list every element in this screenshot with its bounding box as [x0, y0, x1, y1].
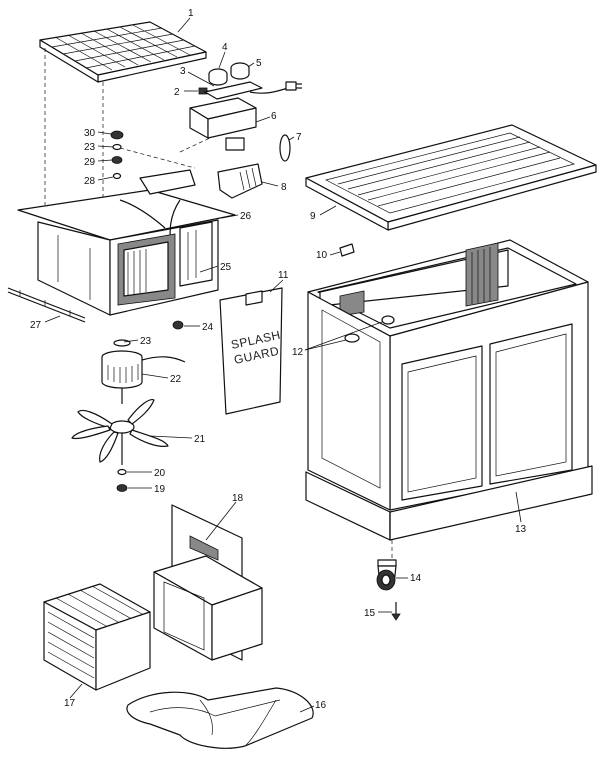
callout-2: 2: [174, 87, 180, 98]
power-cord: [249, 81, 302, 94]
caster: [376, 559, 397, 591]
control-box: [119, 97, 257, 169]
callout-15: 15: [364, 608, 376, 619]
callout-29: 29: [84, 157, 96, 168]
callout-4: 4: [222, 42, 228, 53]
callout-9: 9: [310, 211, 316, 222]
washer-upper: [112, 143, 122, 151]
callout-27: 27: [30, 320, 42, 331]
washer-lower: [117, 468, 127, 476]
callout-labels: 1 2 3 4 5 6 7 8 9 10 11 12 13 14 15 16 1…: [30, 8, 527, 711]
nut-lower: [116, 484, 128, 492]
splash-guard: SPLASH GUARD: [219, 287, 283, 415]
callout-11: 11: [278, 270, 289, 281]
callout-7: 7: [296, 132, 302, 143]
caster-screw: [391, 602, 401, 621]
grommet: [172, 320, 184, 330]
callout-10: 10: [316, 250, 328, 261]
spacer: [112, 172, 122, 180]
callout-6: 6: [271, 111, 277, 122]
callout-12: 12: [292, 347, 304, 358]
callout-8: 8: [281, 182, 287, 193]
callout-28: 28: [84, 176, 96, 187]
float: [217, 163, 263, 199]
callout-1: 1: [188, 8, 194, 19]
bracket: [204, 81, 263, 100]
callout-17: 17: [64, 698, 76, 709]
callout-22: 22: [170, 374, 182, 385]
callout-21: 21: [194, 434, 206, 445]
support-rail: [7, 287, 86, 323]
knob-right: [230, 62, 250, 80]
water-tray: [126, 687, 314, 749]
callout-25: 25: [220, 262, 232, 273]
motor: [101, 339, 186, 404]
callout-19: 19: [154, 484, 166, 495]
leader-lines: [44, 17, 522, 713]
callout-13: 13: [515, 524, 527, 535]
callout-14: 14: [410, 573, 422, 584]
lens: [279, 134, 291, 162]
fan-blade: [71, 399, 169, 465]
nut: [111, 156, 123, 164]
callout-18: 18: [232, 493, 244, 504]
nut-top: [110, 130, 124, 140]
callout-23b: 23: [140, 336, 152, 347]
callout-5: 5: [256, 58, 262, 69]
wick-pad: [43, 583, 151, 691]
callout-23a: 23: [84, 142, 96, 153]
knob-left: [208, 68, 228, 86]
filter-grille: [39, 21, 207, 205]
callout-3: 3: [180, 66, 186, 77]
top-grille: [305, 124, 597, 231]
callout-16: 16: [315, 700, 327, 711]
callout-20: 20: [154, 468, 166, 479]
callout-30: 30: [84, 128, 96, 139]
clip: [339, 243, 355, 257]
bushing: [344, 315, 395, 343]
callout-24: 24: [202, 322, 214, 333]
wick-frame: [153, 504, 263, 661]
cabinet: [305, 239, 593, 560]
callout-26: 26: [240, 211, 252, 222]
drive-belt: [117, 221, 213, 306]
